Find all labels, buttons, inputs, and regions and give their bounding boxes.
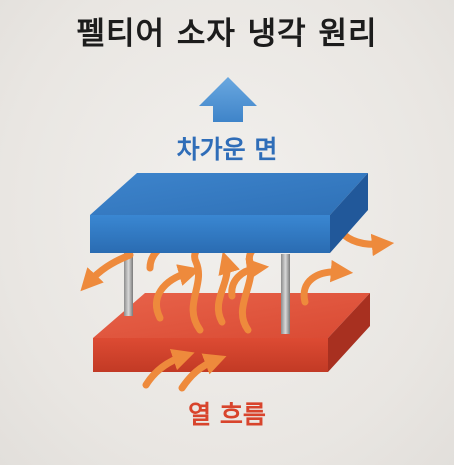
up-arrow-icon xyxy=(199,77,257,122)
heat-flow-arrows xyxy=(80,224,395,392)
cold-side-label: 차가운 면 xyxy=(176,135,278,164)
heat-arrow-icon xyxy=(300,259,354,306)
page-title: 펠티어 소자 냉각 원리 xyxy=(76,16,378,52)
heat-arrow-icon xyxy=(142,348,195,389)
support-post-left xyxy=(124,252,133,316)
cold-plate xyxy=(90,173,368,253)
heat-arrow-icon xyxy=(228,258,270,300)
heat-arrow-icon xyxy=(214,251,240,326)
support-post-right xyxy=(281,254,290,334)
heat-arrow-icon xyxy=(80,251,134,292)
heat-arrow-icon xyxy=(153,264,201,322)
heat-flow-label: 열 흐름 xyxy=(188,400,266,429)
heat-arrow-icon xyxy=(178,353,227,392)
hot-plate xyxy=(93,293,370,372)
